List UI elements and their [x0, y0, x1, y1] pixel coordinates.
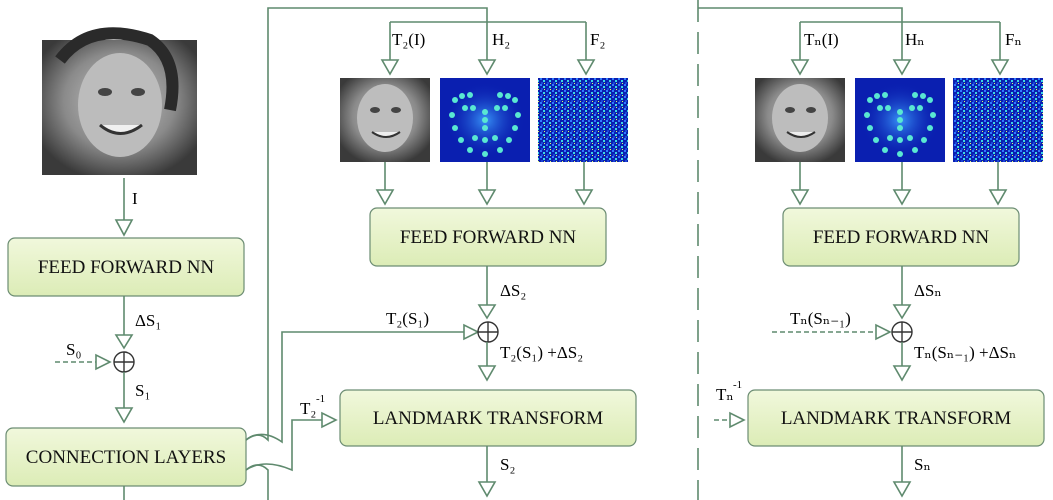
t2-inverse-superscript: -1 — [316, 393, 325, 405]
arrow-down-icon — [477, 481, 497, 498]
arrow-down-icon — [477, 304, 497, 320]
fn-label: Fₙ — [1005, 30, 1022, 49]
landmark-transform-label: LANDMARK TRANSFORM — [373, 408, 603, 429]
sum-label: T₂(S₁) +ΔS₂ — [500, 343, 583, 362]
face-photo-icon — [340, 78, 430, 162]
arrow-right-icon — [463, 323, 480, 341]
sum-n-label: Tₙ(Sₙ₋₁) +ΔSₙ — [914, 343, 1016, 362]
landmark-transform-box — [747, 389, 1045, 447]
input-label: I — [132, 189, 138, 208]
arrow-right-icon — [95, 353, 112, 371]
t2-s1-label: T₂(S₁) — [386, 309, 429, 328]
arrow-down-icon — [380, 59, 400, 76]
tn-inverse-superscript: -1 — [733, 379, 742, 391]
sn-label: Sₙ — [914, 455, 931, 474]
stage-1: I FEED FORWARD NN ΔS₁ S₀ S₁ CONNECTION L… — [5, 27, 247, 500]
arrow-down-icon — [990, 59, 1010, 76]
circled-plus-icon — [113, 351, 135, 373]
delta-sn-label: ΔSₙ — [914, 281, 942, 300]
arrow-down-icon — [477, 59, 497, 76]
arrow-right-icon — [729, 411, 746, 429]
feature-map-icon — [953, 78, 1043, 162]
arrow-down-icon — [790, 189, 810, 206]
arrow-down-icon — [790, 59, 810, 76]
stage-n: Tₙ(I) Hₙ Fₙ — [698, 7, 1045, 498]
connection-layers-box — [5, 427, 247, 487]
arrow-down-icon — [477, 365, 497, 382]
feed-forward-nn-label: FEED FORWARD NN — [38, 257, 215, 278]
landmark-heatmap-icon — [855, 78, 945, 162]
connection-layers-label: CONNECTION LAYERS — [26, 447, 226, 468]
delta-s2-label: ΔS₂ — [500, 281, 526, 300]
feed-forward-nn-box — [7, 237, 245, 297]
arrow-down-icon — [477, 189, 497, 206]
arrow-down-icon — [892, 304, 912, 320]
feed-forward-nn-box — [369, 207, 607, 267]
tn-sn1-label: Tₙ(Sₙ₋₁) — [790, 309, 851, 328]
t2-inverse-label: T₂ — [300, 399, 316, 418]
circled-plus-icon — [477, 321, 499, 343]
landmark-transform-box — [339, 389, 637, 447]
arrow-down-icon — [576, 59, 596, 76]
arrow-down-icon — [114, 407, 134, 424]
f2-label: F₂ — [590, 30, 605, 49]
delta-s1-label: ΔS₁ — [135, 311, 161, 330]
arrow-down-icon — [892, 365, 912, 382]
feed-forward-nn-label: FEED FORWARD NN — [400, 227, 577, 248]
arrow-down-icon — [988, 189, 1008, 206]
face-photo-icon — [42, 27, 197, 175]
arrow-down-icon — [574, 189, 594, 206]
landmark-transform-label: LANDMARK TRANSFORM — [781, 408, 1011, 429]
arrow-down-icon — [892, 59, 912, 76]
s0-label: S₀ — [66, 340, 81, 359]
feature-map-icon — [538, 78, 628, 162]
tn-input-label: Tₙ(I) — [804, 30, 839, 49]
face-photo-icon — [755, 78, 845, 162]
connection-routing — [245, 7, 587, 500]
hn-label: Hₙ — [905, 30, 925, 49]
arrow-down-icon — [375, 189, 395, 206]
arrow-down-icon — [892, 481, 912, 498]
s1-label: S₁ — [135, 381, 150, 400]
feed-forward-nn-box — [782, 207, 1020, 267]
arrow-down-icon — [114, 334, 134, 350]
landmark-heatmap-icon — [440, 78, 530, 162]
circled-plus-icon — [891, 321, 913, 343]
tn-inverse-label: Tₙ — [716, 385, 734, 404]
arrow-right-icon — [321, 411, 338, 429]
stage-2: T₂(I) H₂ F₂ — [300, 30, 637, 498]
arrow-right-icon — [875, 323, 892, 341]
h2-label: H₂ — [492, 30, 510, 49]
arrow-down-icon — [892, 189, 912, 206]
s2-label: S₂ — [500, 455, 515, 474]
feed-forward-nn-label: FEED FORWARD NN — [813, 227, 990, 248]
t2-input-label: T₂(I) — [392, 30, 425, 49]
arrow-down-icon — [114, 219, 134, 237]
